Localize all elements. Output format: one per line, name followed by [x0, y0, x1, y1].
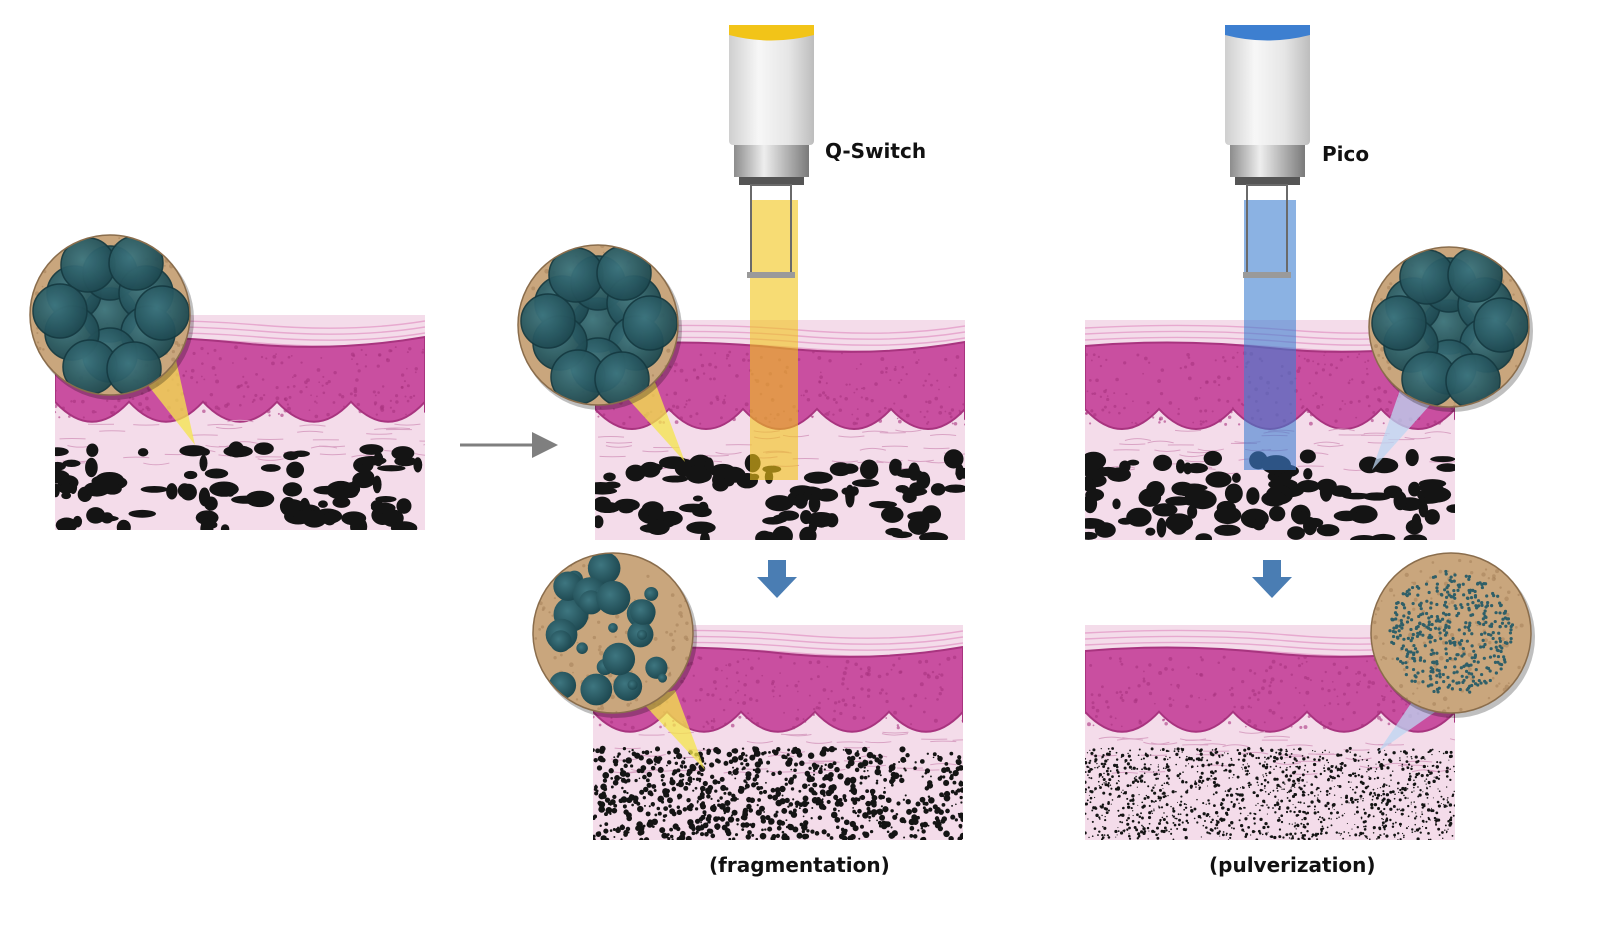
magnifier-cone — [640, 690, 705, 770]
down-arrow-icon — [1252, 560, 1292, 598]
magnifier-circle — [517, 244, 682, 410]
down-arrow-icon — [757, 560, 797, 598]
magnifier-circle — [532, 552, 697, 718]
magnifier-circle — [1370, 552, 1535, 718]
magnifier-cone — [620, 382, 685, 462]
pico-handpiece — [1225, 25, 1310, 278]
qswitch-handpiece — [729, 25, 814, 278]
qswitch-label: Q-Switch — [825, 139, 927, 163]
pico-laser-beam — [1244, 200, 1296, 470]
magnifier-circle — [29, 234, 194, 400]
magnifier-circle — [1368, 246, 1533, 412]
fragmentation-caption: (fragmentation) — [709, 853, 890, 877]
right-arrow-icon — [460, 432, 558, 458]
pulverization-caption: (pulverization) — [1209, 853, 1376, 877]
magnifier-cone — [1372, 390, 1438, 470]
pico-label: Pico — [1322, 142, 1370, 166]
